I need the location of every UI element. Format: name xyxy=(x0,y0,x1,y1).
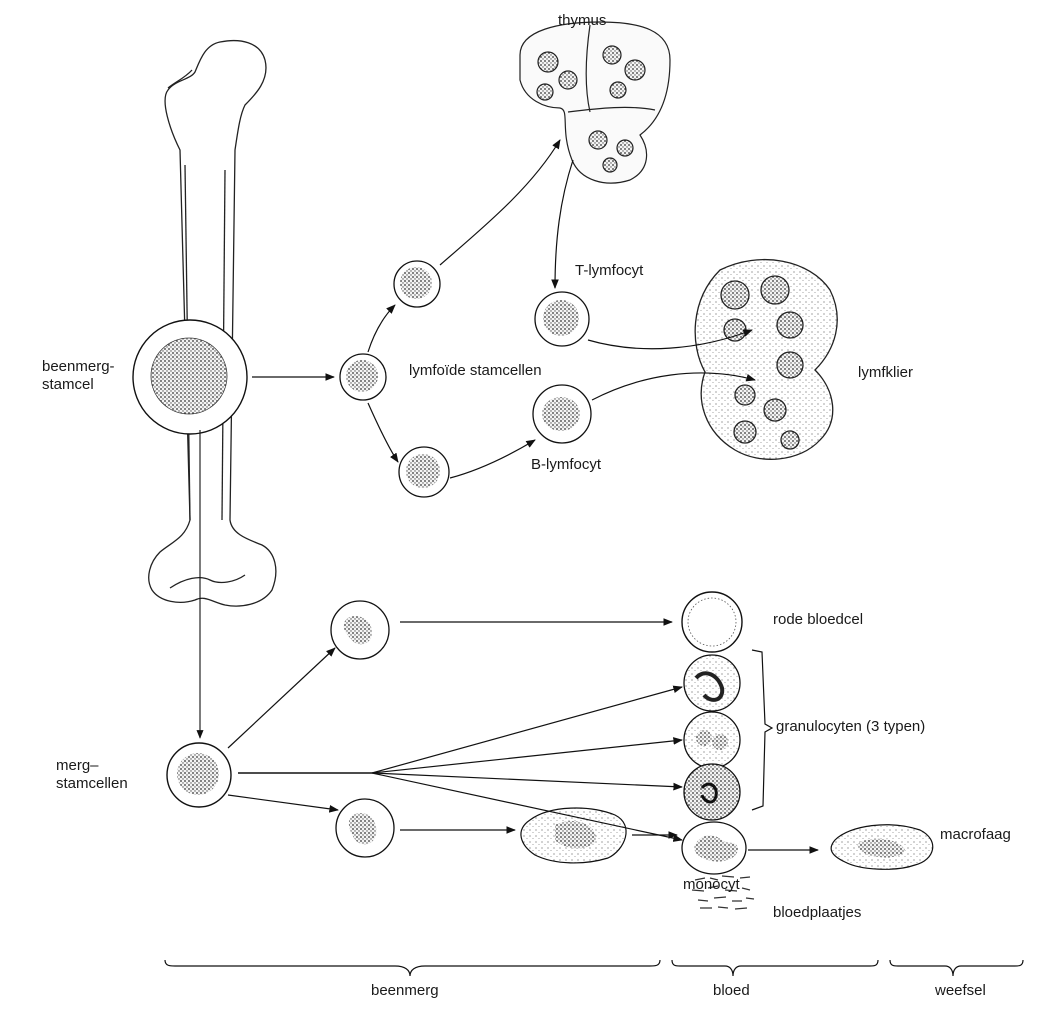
macrophage-cell xyxy=(831,825,933,869)
merg-stamcellen-label-line1: merg– xyxy=(56,757,128,775)
granulocyte-3-cell xyxy=(684,764,740,820)
bloed-region-label: bloed xyxy=(713,982,750,1000)
rode-bloedcel-label: rode bloedcel xyxy=(773,611,863,629)
monocyt-label: monocyt xyxy=(683,876,740,894)
granulocyte-2-cell xyxy=(684,712,740,768)
bottom-braces xyxy=(165,960,1023,976)
macrofaag-label: macrofaag xyxy=(940,826,1011,844)
granulocyten-label: granulocyten (3 typen) xyxy=(776,718,925,736)
lymph-node-drawing xyxy=(695,260,837,460)
red-blood-cell xyxy=(682,592,742,652)
b-lymfocyt-label: B-lymfocyt xyxy=(531,456,601,474)
thymus-label: thymus xyxy=(558,12,606,30)
merg-stamcellen-label: merg– stamcellen xyxy=(56,757,128,793)
beenmerg-stamcel-label-line2: stamcel xyxy=(42,376,115,394)
thymus-drawing xyxy=(520,22,670,183)
lymphoid-arrows xyxy=(252,140,755,478)
beenmerg-stamcel-cell xyxy=(133,320,247,434)
beenmerg-stamcel-label: beenmerg- stamcel xyxy=(42,358,115,394)
lymfoide-stamcellen-label: lymfoïde stamcellen xyxy=(409,362,542,380)
t-lymfocyt-cell xyxy=(535,292,589,346)
beenmerg-stamcel-label-line1: beenmerg- xyxy=(42,358,115,376)
merg-stamcellen-label-line2: stamcellen xyxy=(56,775,128,793)
t-lymfocyt-label: T-lymfocyt xyxy=(575,262,643,280)
granulocyten-bracket xyxy=(752,650,772,810)
femur-bone xyxy=(149,41,276,606)
lymfoide-stamcel-lower xyxy=(399,447,449,497)
weefsel-region-label: weefsel xyxy=(935,982,986,1000)
erythroid-precursor-cell xyxy=(331,601,389,659)
megakaryocyte-precursor-cell xyxy=(336,799,394,857)
merg-stamcel-cell xyxy=(167,743,231,807)
lymfoide-stamcel-center xyxy=(340,354,386,400)
monocyte-cell xyxy=(682,822,746,874)
bloedplaatjes-label: bloedplaatjes xyxy=(773,904,861,922)
beenmerg-region-label: beenmerg xyxy=(371,982,439,1000)
b-lymfocyt-cell xyxy=(533,385,591,443)
granulocyte-1-cell xyxy=(684,655,740,711)
lymfklier-label: lymfklier xyxy=(858,364,913,382)
lymfoide-stamcel-upper xyxy=(394,261,440,307)
